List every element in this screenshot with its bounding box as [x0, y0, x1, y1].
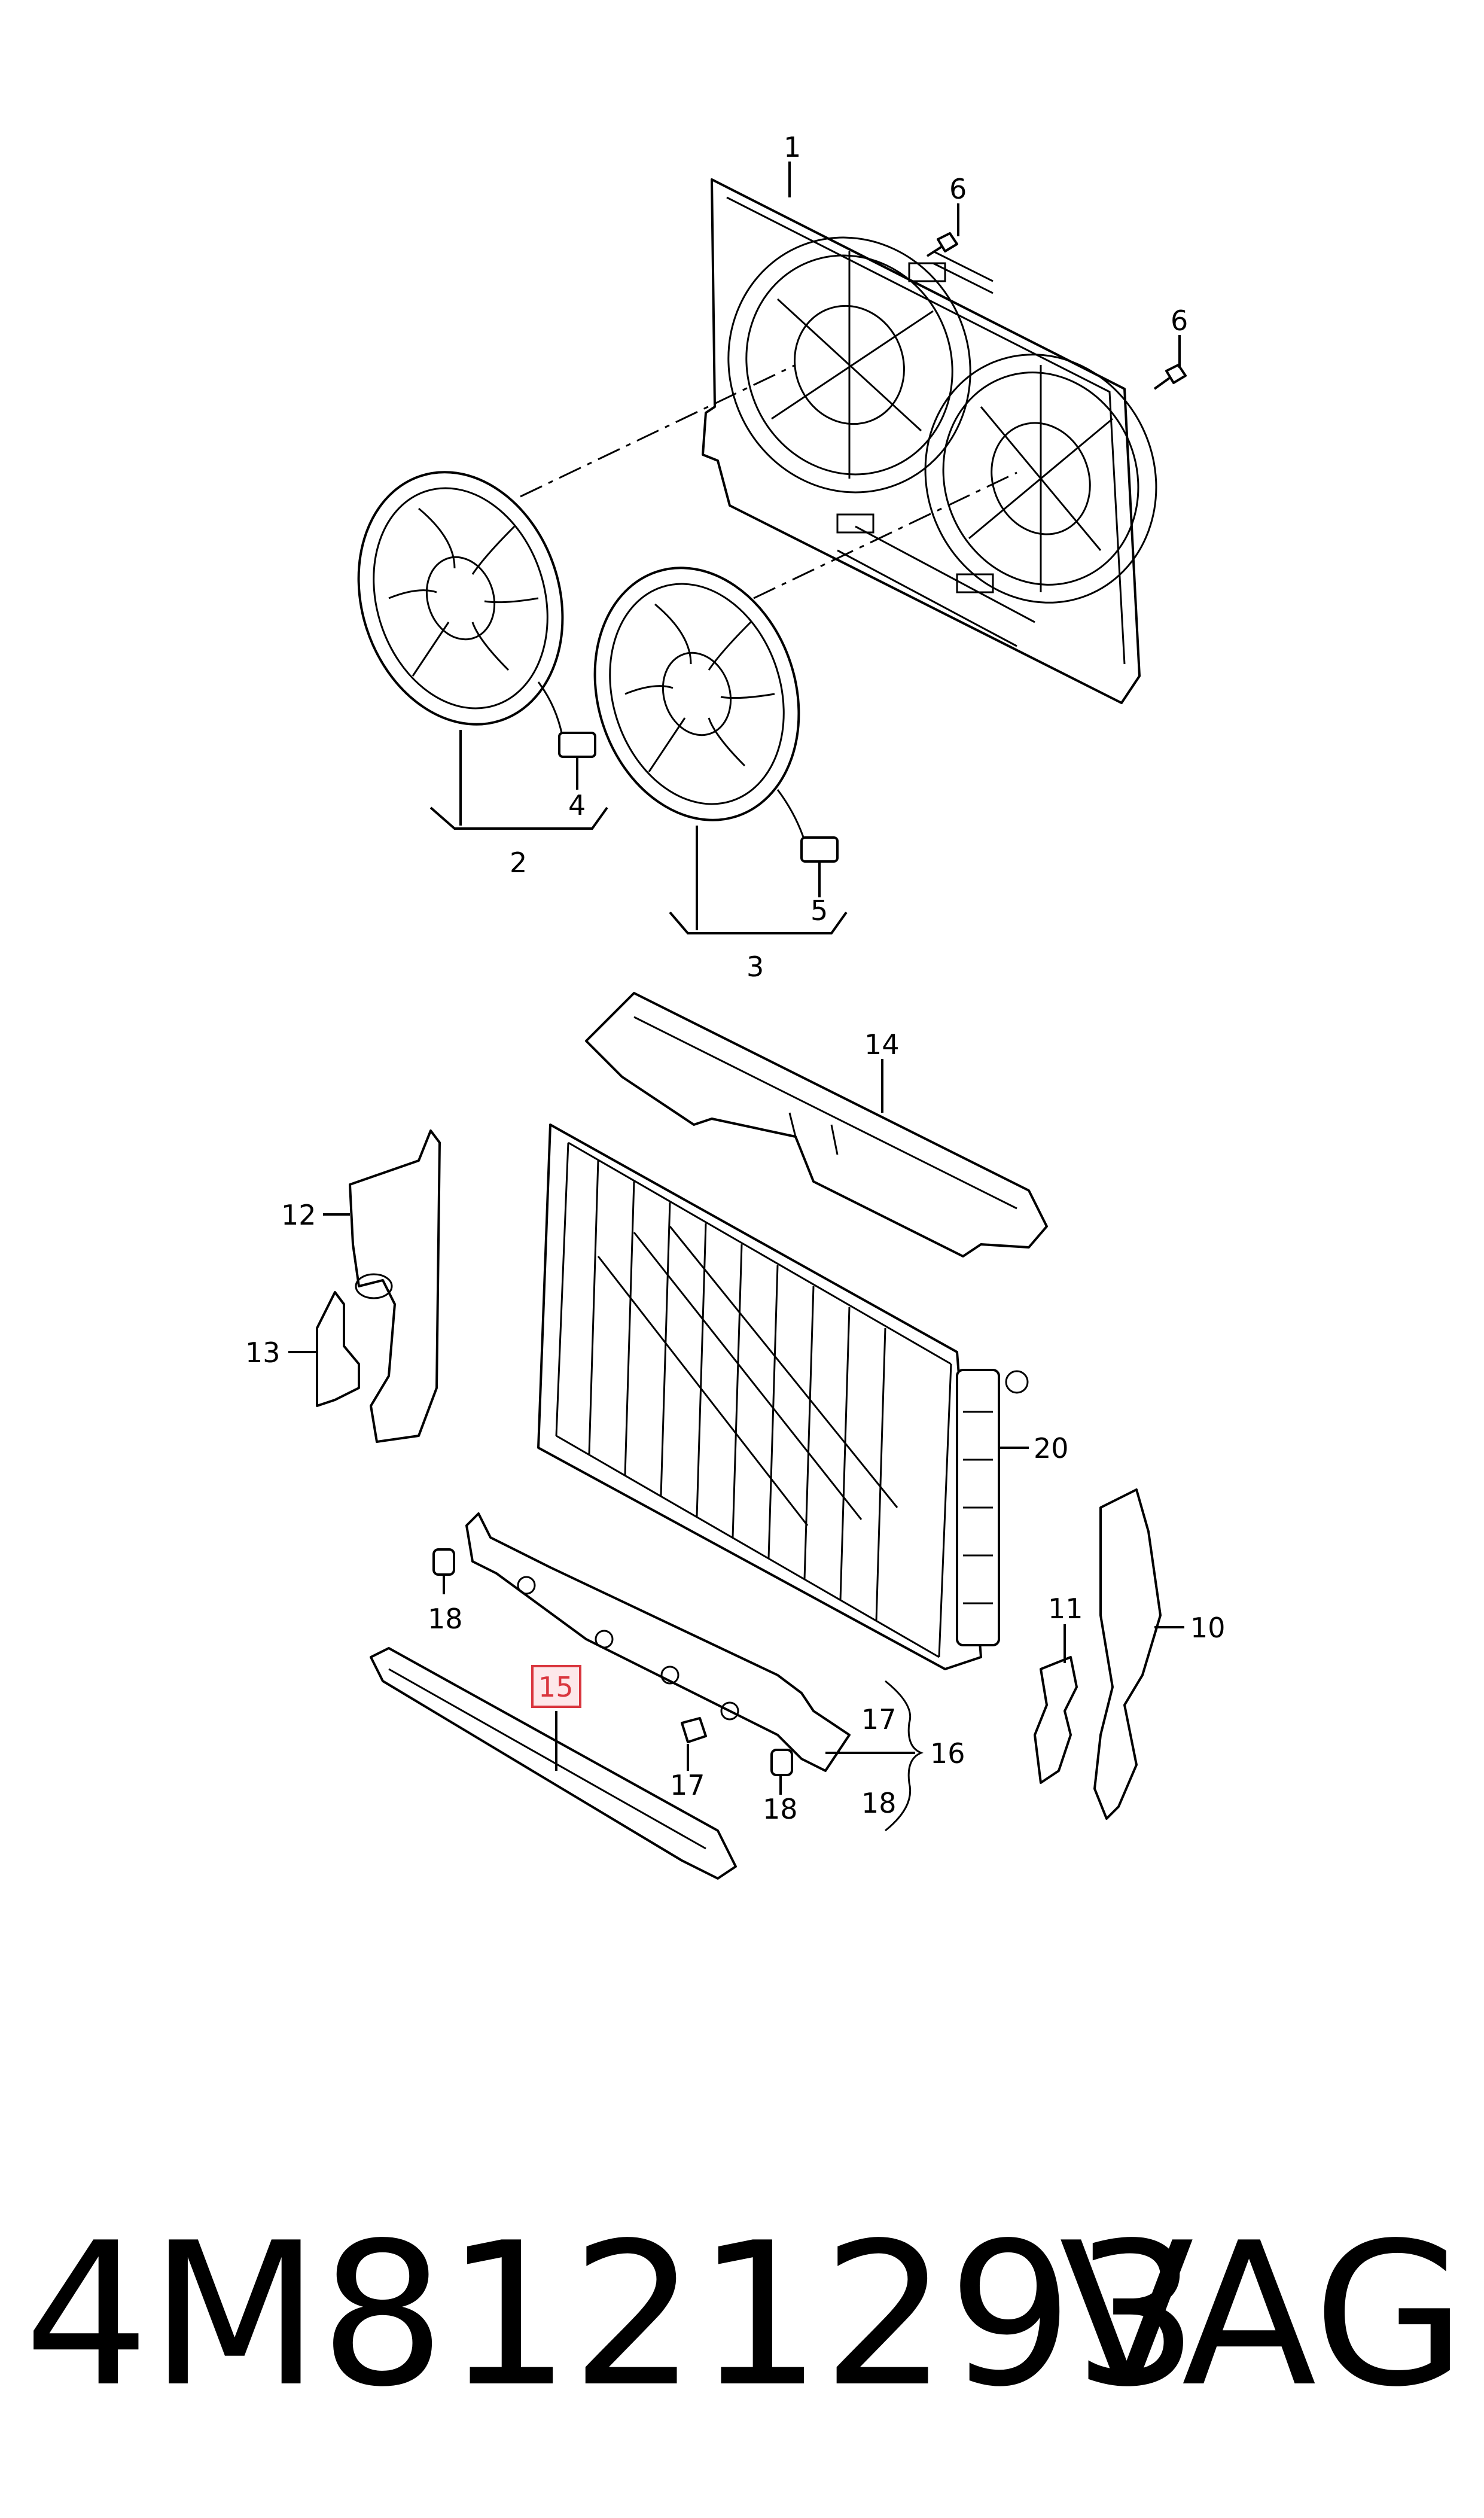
callout-18-lower: 18 — [763, 1793, 798, 1825]
exploded-parts-diagram: 1 6 6 4 2 5 3 14 12 13 20 11 10 18 15 17… — [245, 131, 1226, 1880]
bush-18-left — [432, 1548, 455, 1576]
callout-10: 10 — [1190, 1612, 1226, 1644]
air-duct-upper — [585, 992, 1048, 1258]
callout-15: 15 — [538, 1671, 574, 1703]
callout-2: 2 — [510, 847, 527, 879]
fan-right — [593, 567, 806, 841]
footer-bar: 4M8121293 VAG — [0, 2190, 1484, 2441]
callout-18-group: 18 — [861, 1787, 897, 1819]
air-guide-13 — [316, 1291, 360, 1407]
screw-6-right — [1153, 364, 1187, 390]
callout-5: 5 — [810, 894, 828, 927]
leader-lines — [288, 162, 1184, 1832]
callout-20: 20 — [1034, 1432, 1069, 1464]
radiator — [537, 1123, 1029, 1670]
callout-13: 13 — [245, 1336, 281, 1369]
callout-18-left: 18 — [428, 1603, 463, 1635]
air-guide-12 — [349, 1129, 441, 1443]
callout-17-lower: 17 — [670, 1769, 705, 1801]
callout-6-right: 6 — [1171, 305, 1188, 337]
callout-3: 3 — [746, 951, 764, 983]
callout-12: 12 — [281, 1199, 316, 1231]
callout-11: 11 — [1048, 1593, 1083, 1625]
brand-name: VAG — [1059, 2200, 1466, 2430]
bush-18-right — [770, 1749, 793, 1776]
screw-6-upper — [926, 232, 958, 257]
air-guide-10 — [1093, 1488, 1162, 1820]
seal-strip-15 — [370, 1647, 737, 1880]
callout-4: 4 — [568, 789, 586, 821]
part-number: 4M8121293 — [24, 2200, 1199, 2430]
connector-5 — [800, 836, 839, 863]
callout-15-highlight: 15 — [531, 1665, 581, 1708]
clip-17 — [681, 1717, 707, 1743]
callout-1: 1 — [784, 131, 801, 163]
connector-4 — [558, 732, 596, 758]
callout-14: 14 — [864, 1028, 900, 1061]
callout-17-group: 17 — [861, 1703, 897, 1735]
callout-16: 16 — [930, 1737, 965, 1770]
callout-6-upper: 6 — [949, 173, 967, 205]
fan-shroud-frame — [702, 178, 1157, 704]
fan-left — [357, 471, 564, 736]
air-guide-11 — [1034, 1656, 1078, 1784]
